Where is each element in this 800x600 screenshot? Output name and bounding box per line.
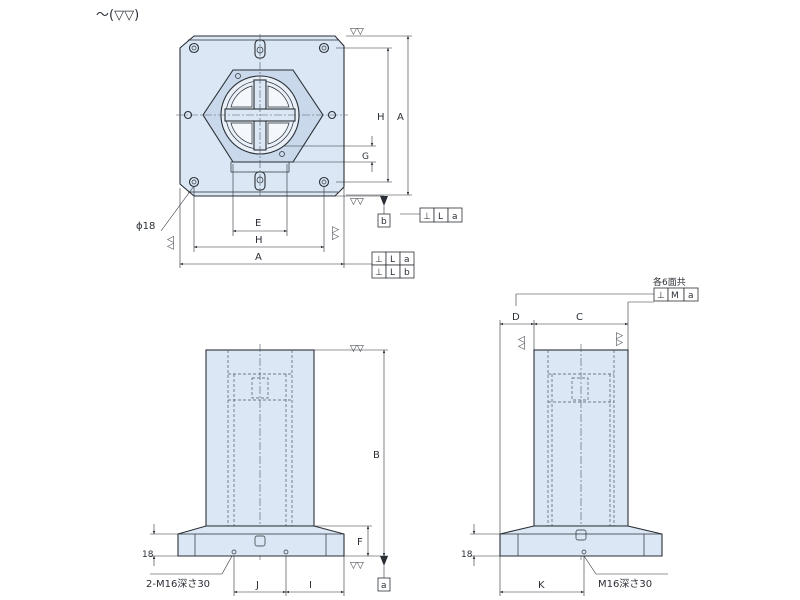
tol-bottom-r1-sym: ⊥	[375, 255, 383, 265]
dim-18-front: 18	[142, 550, 154, 560]
front-view: ▽▽ B F a ▽▽ 18 J I 2-M16深さ30	[142, 344, 391, 596]
note-each-face: 各6面共	[653, 276, 686, 288]
tol-bottom-r2-ref2: b	[404, 268, 410, 278]
dim-D: D	[512, 312, 520, 323]
tol-bottom-r2-sym: ⊥	[375, 268, 383, 278]
top-view: ▽▽ A H G b ⊥ L a ▽▽ ▽▽ ▽▽	[136, 27, 463, 279]
tol-side-ref1: M	[671, 291, 679, 301]
finish-mark-front-side: ▽▽	[350, 561, 364, 571]
finish-mark-left: ▽▽	[165, 236, 175, 250]
dim-J: J	[255, 580, 259, 591]
dim-A-horizontal: A	[255, 252, 262, 263]
tol-right-sym: ⊥	[423, 212, 431, 222]
side-view: 各6面共 ⊥ M a D C ▽▽ ▽▽ 18 K M16深さ	[461, 276, 699, 596]
finish-mark: ▽▽	[350, 27, 364, 37]
bolt-hole	[188, 42, 200, 54]
finish-mark-front: ▽▽	[350, 344, 364, 354]
tol-bottom-r2-ref1: L	[390, 268, 395, 278]
dim-H-horizontal: H	[255, 235, 263, 246]
dim-18-side: 18	[461, 550, 473, 560]
dim-A-vertical: A	[397, 112, 404, 123]
dim-K: K	[538, 580, 545, 591]
dim-F: F	[357, 537, 363, 548]
dim-B: B	[373, 450, 380, 461]
tol-bottom-r1-ref2: a	[404, 255, 410, 265]
surface-roughness-symbol: ～(▽▽)	[96, 8, 139, 23]
datum-a: a	[381, 581, 387, 591]
dim-diameter: ϕ18	[136, 221, 155, 232]
finish-mark-side-left: ▽▽	[516, 336, 526, 350]
tol-right-ref1: L	[438, 212, 443, 222]
dim-E: E	[255, 218, 261, 229]
finish-mark-bottomright: ▽▽	[350, 197, 364, 207]
front-flange	[177, 525, 345, 557]
dim-G: G	[362, 152, 369, 162]
bolt-hole	[318, 42, 330, 54]
thread-note-side: M16深さ30	[598, 578, 652, 590]
dim-I: I	[309, 580, 312, 591]
dim-C: C	[576, 312, 583, 323]
tol-side-sym: ⊥	[657, 291, 665, 301]
finish-mark-right: ▽▽	[331, 226, 341, 240]
slot-top	[254, 39, 266, 59]
tol-right-ref2: a	[452, 212, 458, 222]
thread-note-front: 2-M16深さ30	[146, 578, 210, 590]
tol-bottom-r1-ref1: L	[390, 255, 395, 265]
tol-side-ref2: a	[688, 291, 694, 301]
datum-b: b	[381, 217, 387, 227]
finish-mark-side-right: ▽▽	[615, 332, 625, 346]
dim-H-vertical: H	[377, 112, 385, 123]
side-flange	[499, 525, 663, 557]
